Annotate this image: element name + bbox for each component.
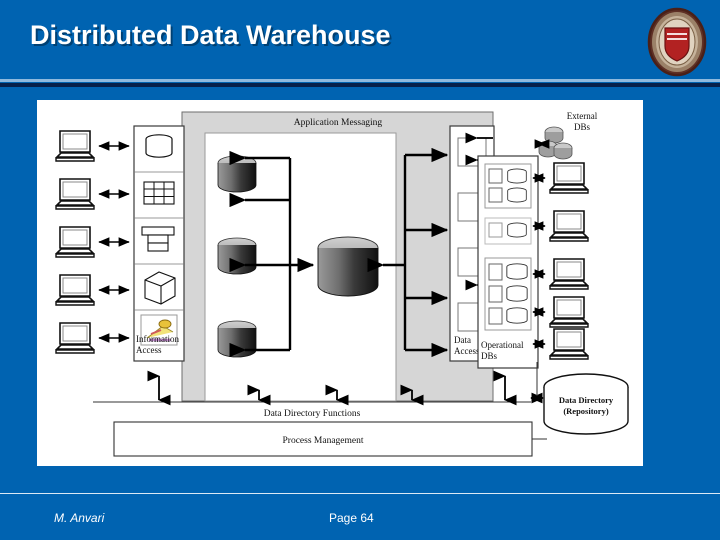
- diagram-canvas: Application Messaging: [37, 100, 643, 466]
- application-messaging-label: Application Messaging: [294, 118, 383, 128]
- computer-icon: [549, 162, 589, 194]
- layered-report-icon: [141, 226, 175, 252]
- university-seal-logo: [647, 6, 707, 78]
- data-access-flow-arrows: [367, 147, 449, 358]
- cube-icon: [144, 271, 176, 305]
- warehouse-cylinders: [217, 155, 257, 358]
- db-icon: [507, 187, 527, 203]
- server-box-icon: [488, 263, 503, 281]
- external-dbs-label-2: DBs: [574, 122, 591, 132]
- stacked-disks-icon: [538, 126, 573, 160]
- db-icon: [507, 168, 527, 184]
- data-directory-label-1: Data Directory: [559, 395, 614, 405]
- data-directory-functions: Data Directory Functions: [93, 370, 531, 419]
- data-access-label-1: Data: [454, 335, 471, 345]
- data-directory-label-2: (Repository): [563, 406, 608, 416]
- right-client-column: [532, 139, 589, 360]
- information-access-panel: Information Access: [133, 125, 185, 362]
- data-directory-functions-label: Data Directory Functions: [264, 409, 361, 419]
- information-access-label-1: Information: [136, 334, 179, 344]
- information-access-label-2: Access: [136, 345, 162, 355]
- server-box-icon: [488, 222, 503, 238]
- data-access-label-2: Access: [454, 346, 480, 356]
- process-management-box: Process Management: [113, 421, 547, 457]
- computer-icon: [549, 296, 589, 328]
- computer-icon: [549, 258, 589, 290]
- cylinder-icon: [217, 155, 257, 193]
- cylinder-icon: [217, 237, 257, 275]
- external-dbs-label-1: External: [567, 111, 598, 121]
- computer-icon: [549, 210, 589, 242]
- operational-dbs-label-1: Operational: [481, 340, 524, 350]
- chart-tool-icon: [140, 314, 178, 346]
- operational-dbs-panel: Operational DBs: [477, 155, 539, 369]
- db-icon: [506, 263, 528, 280]
- title-rule-dark: [0, 83, 720, 87]
- cylinder-icon: [217, 320, 257, 358]
- server-box-icon: [488, 285, 503, 303]
- computer-icon: [55, 274, 95, 306]
- process-management-label: Process Management: [283, 436, 364, 446]
- server-box-icon: [488, 168, 503, 184]
- db-icon: [506, 307, 528, 324]
- footer-author: M. Anvari: [54, 511, 105, 525]
- computer-icon: [55, 130, 95, 162]
- db-icon: [506, 285, 528, 302]
- footer-page-number: Page 64: [329, 511, 374, 525]
- computer-icon: [55, 322, 95, 354]
- computer-icon: [55, 178, 95, 210]
- external-dbs: External DBs: [538, 111, 598, 160]
- server-box-icon: [488, 307, 503, 325]
- left-client-column: [55, 130, 130, 354]
- operational-dbs-label-2: DBs: [481, 351, 498, 361]
- db-icon: [507, 222, 527, 238]
- server-box-icon: [488, 187, 503, 203]
- grid-table-icon: [143, 181, 175, 205]
- central-warehouse-cylinder: [317, 236, 379, 297]
- footer-divider: [0, 493, 720, 494]
- architecture-diagram: Application Messaging: [37, 100, 643, 466]
- data-directory-repository: Data Directory (Repository): [530, 362, 629, 435]
- computer-icon: [55, 226, 95, 258]
- internal-flow-arrows: [229, 150, 315, 358]
- cylinder-db-icon: [145, 134, 173, 158]
- page-title: Distributed Data Warehouse: [30, 20, 391, 50]
- title-rule-light: [0, 79, 720, 82]
- computer-icon: [549, 328, 589, 360]
